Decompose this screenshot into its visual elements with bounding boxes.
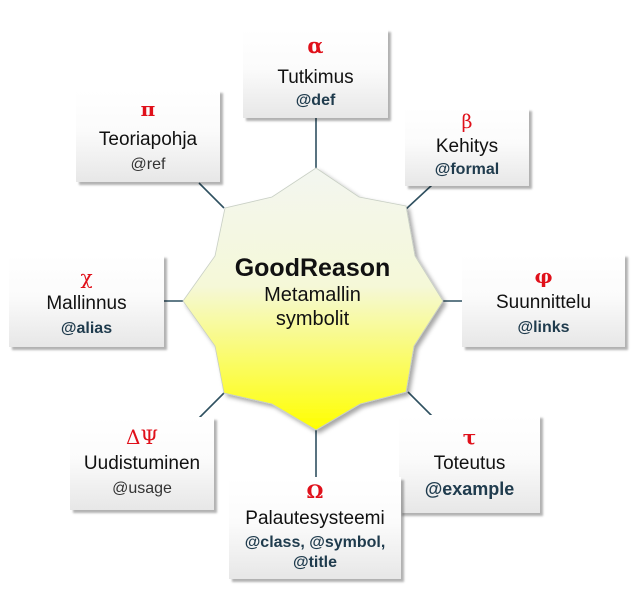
node-title: Mallinnus <box>46 293 127 314</box>
node-tutkimus: α Tutkimus @def <box>243 29 388 118</box>
node-toteutus: τ Toteutus @example <box>399 415 540 513</box>
node-title: Uudistuminen <box>83 453 201 474</box>
node-title: Kehitys <box>435 136 499 157</box>
node-tag: @def <box>295 92 336 109</box>
node-title: Palautesysteemi <box>245 508 385 529</box>
center-star <box>182 167 444 431</box>
node-tag: @example <box>424 479 515 499</box>
connector-kehitys <box>404 184 433 211</box>
node-title: Tutkimus <box>277 67 354 88</box>
node-mallinnus: χ Mallinnus @alias <box>9 255 164 347</box>
center-subtitle-line2: symbolit <box>275 308 350 330</box>
node-kehitys: β Kehitys @formal <box>405 108 529 186</box>
symbol-omega: Ω <box>306 481 324 503</box>
symbol-beta: β <box>461 111 473 133</box>
symbol-phi: φ <box>534 264 553 288</box>
center-label: GoodReason Metamallin symbolit <box>215 253 410 331</box>
node-tag-line2: @title <box>292 554 338 571</box>
connector-uudistuminen <box>198 392 225 419</box>
symbol-tau: τ <box>462 425 477 449</box>
symbol-chi: χ <box>80 265 93 289</box>
node-tag: @ref <box>130 156 166 173</box>
node-teoriapohja: π Teoriapohja @ref <box>76 90 220 182</box>
node-suunnittelu: φ Suunnittelu @links <box>462 254 625 347</box>
symbol-alpha: α <box>307 33 324 58</box>
node-tag: @alias <box>60 320 113 337</box>
node-tag: @usage <box>112 480 172 497</box>
connector-teoriapohja <box>198 182 225 209</box>
node-title: Teoriapohja <box>98 129 198 150</box>
node-title: Toteutus <box>433 453 506 474</box>
connector-toteutus <box>407 391 433 417</box>
center-title: GoodReason <box>234 254 391 282</box>
symbol-pi: π <box>140 97 156 121</box>
symbol-delta-psi: ΔΨ <box>126 425 158 449</box>
node-uudistuminen: ΔΨ Uudistuminen @usage <box>70 417 214 510</box>
node-tag: @formal <box>434 161 500 178</box>
node-tag: @links <box>517 319 570 336</box>
node-title: Suunnittelu <box>495 292 592 313</box>
node-tag-line1: @class, @symbol, <box>244 534 386 551</box>
center-subtitle-line1: Metamallin <box>264 284 361 306</box>
node-palautesysteemi: Ω Palautesysteemi @class, @symbol, @titl… <box>229 477 401 579</box>
